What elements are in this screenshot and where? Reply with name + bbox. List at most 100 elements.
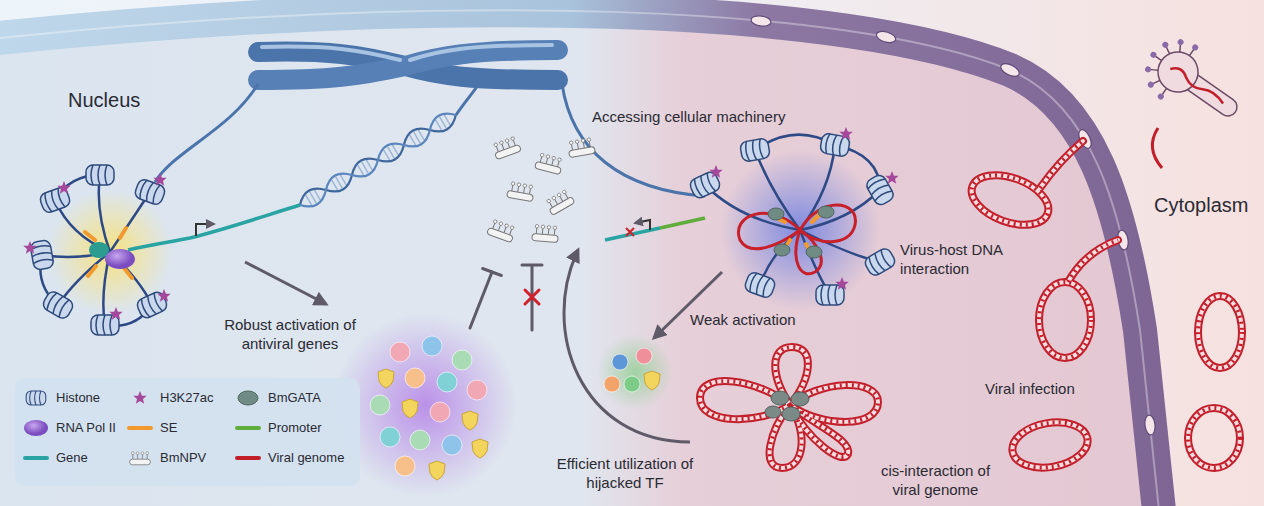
legend-text: BmNPV: [160, 450, 206, 466]
label-text: Robust activation of antiviral genes: [220, 316, 360, 354]
antiviral-glow: [333, 313, 517, 497]
label-text: Virus-host DNA interaction: [900, 241, 1035, 279]
label-text: Viral infection: [985, 380, 1100, 399]
legend-text: SE: [160, 420, 177, 436]
chromatin-loops: [705, 135, 880, 295]
nucleosomes: [91, 315, 119, 335]
activation-arrow: [245, 262, 326, 304]
nuclear-pores: [875, 29, 897, 44]
blocked-mark: [626, 228, 634, 236]
nuclear-pores: [750, 15, 771, 28]
bmgata-bound: [782, 407, 800, 421]
h3k27ac-marks: [885, 171, 898, 184]
virus-particle: [1149, 51, 1157, 59]
virus-particle: [1176, 38, 1184, 46]
nucleosomes: [41, 289, 75, 320]
hijack-glow: [720, 150, 880, 310]
weak-glow: [597, 334, 673, 410]
bmnpv-particles: [567, 137, 595, 157]
bmnpv-particles: [532, 224, 559, 242]
bmgata: [806, 246, 822, 258]
h3k27ac-marks: [157, 289, 170, 302]
envelope-highlight: [0, 10, 1160, 506]
viral-genome-loops: [738, 205, 855, 274]
antiviral-proteins: [422, 336, 442, 356]
virus-particle: [1150, 44, 1206, 100]
inhibition-line: [470, 272, 492, 328]
chromosome: [262, 47, 400, 60]
transcription-arrow: [196, 224, 214, 236]
virus-particle: [1170, 64, 1225, 106]
bmgata-bound: [771, 391, 789, 405]
virus-particle: [1132, 26, 1254, 139]
bmgata: [774, 244, 790, 256]
h3k27ac-marks: [23, 173, 170, 320]
legend-text: Promoter: [268, 420, 321, 436]
label-text: cis-interaction of viral genome: [868, 462, 1003, 500]
transcription-arrow: [635, 220, 650, 230]
virus-particle: [1161, 41, 1169, 49]
antiviral-proteins: [405, 368, 425, 388]
legend-text: RNA Pol II: [56, 420, 116, 436]
weak-shield: [644, 371, 660, 390]
chromatin-strand: [155, 82, 705, 196]
bmnpv-particles: [544, 189, 575, 216]
bmnpv-particles: [491, 136, 521, 160]
h3k27ac-marks: [57, 181, 70, 194]
weak-proteins: [604, 376, 620, 392]
label-text: Weak activation: [690, 311, 820, 330]
virus-particle: [1147, 81, 1155, 89]
weak-proteins: [604, 348, 652, 392]
label-text: Nucleus: [68, 88, 188, 113]
legend-samples: [133, 391, 146, 404]
viral-genome-loops: [796, 230, 821, 274]
viral-genome-loops: [738, 213, 800, 248]
chromatin-strand: [562, 84, 705, 196]
dna-helix: [296, 108, 460, 212]
antiviral-proteins: [430, 402, 450, 422]
h3k27ac-marks: [835, 277, 848, 290]
inhibition-line: [470, 269, 501, 329]
blocked-inhibition: [522, 265, 542, 330]
legend-text: Histone: [56, 390, 100, 406]
legend-samples: [130, 452, 151, 465]
antiviral-proteins: [380, 427, 400, 447]
antiviral-proteins: [437, 372, 457, 392]
chromosome: [410, 45, 552, 60]
antiviral-proteins: [370, 336, 487, 476]
nuclear-pores: [1144, 415, 1156, 436]
blocked-inhibition: [525, 290, 539, 304]
antiviral-shields: [472, 439, 488, 458]
bmgata: [768, 206, 834, 258]
dna-helix: [296, 108, 460, 212]
virus-particle: [1191, 43, 1199, 51]
h3k27ac-marks: [153, 173, 166, 186]
nucleosomes: [30, 239, 55, 270]
antiviral-shields: [378, 369, 488, 480]
chromosome: [258, 50, 558, 80]
virus-particle: [1157, 92, 1165, 100]
legend-text: H3K27ac: [160, 390, 213, 406]
nucleosomes: [743, 271, 776, 299]
label-text: Cytoplasm: [1154, 193, 1258, 218]
h3k27ac-marks: [839, 127, 852, 140]
virus-particle: [1144, 65, 1152, 73]
antiviral-proteins: [467, 380, 487, 400]
h3k27ac-marks: [709, 165, 722, 178]
utilization-arrow: [564, 250, 690, 442]
antiviral-shields: [429, 461, 445, 480]
h3k27ac-marks: [23, 241, 36, 254]
nucleosomes: [739, 138, 770, 163]
antiviral-proteins: [410, 430, 430, 450]
legend-samples: [24, 420, 48, 436]
weak-proteins: [624, 376, 640, 392]
legend-samples: [238, 391, 258, 405]
legend-box: [15, 378, 360, 486]
bmnpv-particles: [487, 219, 517, 243]
chromatin-strand: [456, 82, 480, 115]
chromatin-loops: [705, 135, 880, 295]
nucleosomes: [688, 133, 897, 305]
legend-samples: [237, 456, 259, 460]
antiviral-shields: [402, 399, 418, 418]
